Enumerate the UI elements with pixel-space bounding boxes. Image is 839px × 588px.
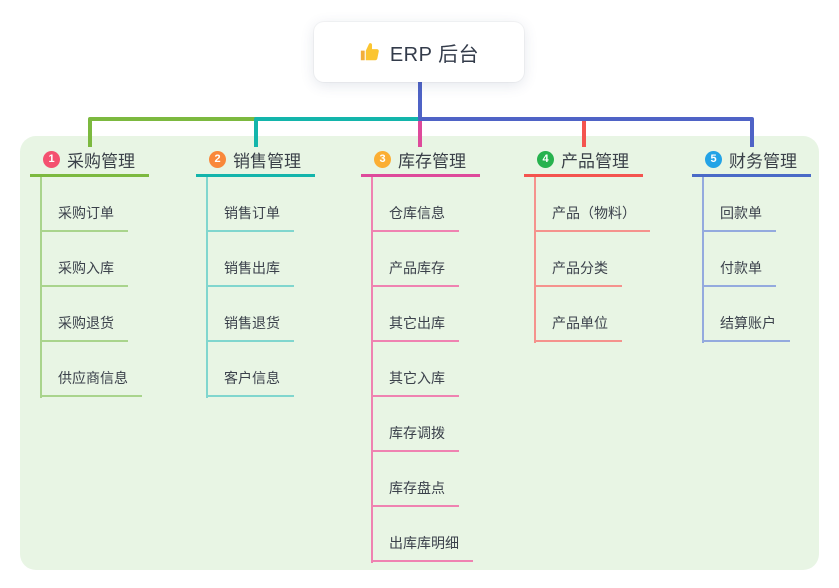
branch-5-vertical-line bbox=[702, 177, 704, 343]
branch-2-vertical-line bbox=[206, 177, 208, 398]
tree-node-label[interactable]: 仓库信息 bbox=[371, 205, 459, 232]
tree-node-label[interactable]: 客户信息 bbox=[206, 370, 294, 397]
tree-node: 采购退货 bbox=[40, 287, 128, 342]
branch-5-number-badge: 5 bbox=[705, 151, 722, 168]
tree-node-label[interactable]: 回款单 bbox=[702, 205, 776, 232]
tree-node: 采购入库 bbox=[40, 232, 128, 287]
tree-node: 产品库存 bbox=[371, 232, 459, 287]
branch-inventory: 3 库存管理 仓库信息 产品库存 其它出库 其它入库 库存调拨 库存盘点 出库库… bbox=[361, 145, 480, 563]
root-node[interactable]: ERP 后台 bbox=[314, 22, 524, 82]
tree-node: 供应商信息 bbox=[40, 342, 142, 397]
tree-node-label[interactable]: 其它出库 bbox=[371, 315, 459, 342]
tree-node-label[interactable]: 销售出库 bbox=[206, 260, 294, 287]
tree-node-label[interactable]: 库存盘点 bbox=[371, 480, 459, 507]
branch-4-label: 产品管理 bbox=[561, 152, 629, 171]
tree-node-label[interactable]: 销售订单 bbox=[206, 205, 294, 232]
branches-panel bbox=[20, 136, 819, 570]
tree-node: 产品（物料） bbox=[534, 177, 650, 232]
tree-node-label[interactable]: 供应商信息 bbox=[40, 370, 142, 397]
branch-2-title[interactable]: 2 销售管理 bbox=[196, 145, 315, 177]
branch-3-label: 库存管理 bbox=[398, 152, 466, 171]
branch-1-vertical-line bbox=[40, 177, 42, 398]
root-title: ERP 后台 bbox=[389, 43, 480, 66]
tree-node-label[interactable]: 采购退货 bbox=[40, 315, 128, 342]
tree-node-label[interactable]: 其它入库 bbox=[371, 370, 459, 397]
tree-node-label[interactable]: 产品（物料） bbox=[534, 205, 650, 232]
tree-node: 产品单位 bbox=[534, 287, 622, 342]
branch-2-number-badge: 2 bbox=[209, 151, 226, 168]
branch-2-label: 销售管理 bbox=[233, 152, 301, 171]
branch-finance: 5 财务管理 回款单 付款单 结算账户 bbox=[692, 145, 811, 343]
thumbs-up-icon bbox=[359, 41, 381, 63]
tree-node-label[interactable]: 产品库存 bbox=[371, 260, 459, 287]
branch-1-label: 采购管理 bbox=[67, 152, 135, 171]
tree-node: 回款单 bbox=[702, 177, 776, 232]
tree-node-label[interactable]: 库存调拨 bbox=[371, 425, 459, 452]
tree-node: 销售订单 bbox=[206, 177, 294, 232]
tree-node-label[interactable]: 产品分类 bbox=[534, 260, 622, 287]
tree-node: 出库库明细 bbox=[371, 507, 473, 562]
branch-3-vertical-line bbox=[371, 177, 373, 563]
branch-3-number-badge: 3 bbox=[374, 151, 391, 168]
branch-5-title[interactable]: 5 财务管理 bbox=[692, 145, 811, 177]
tree-node: 库存盘点 bbox=[371, 452, 459, 507]
branch-4-title[interactable]: 4 产品管理 bbox=[524, 145, 643, 177]
tree-node: 客户信息 bbox=[206, 342, 294, 397]
branch-product: 4 产品管理 产品（物料） 产品分类 产品单位 bbox=[524, 145, 650, 343]
tree-node: 仓库信息 bbox=[371, 177, 459, 232]
tree-node-label[interactable]: 产品单位 bbox=[534, 315, 622, 342]
tree-node: 销售退货 bbox=[206, 287, 294, 342]
branch-4-vertical-line bbox=[534, 177, 536, 343]
tree-node: 产品分类 bbox=[534, 232, 622, 287]
branch-1-number-badge: 1 bbox=[43, 151, 60, 168]
tree-node: 付款单 bbox=[702, 232, 776, 287]
tree-node-label[interactable]: 采购入库 bbox=[40, 260, 128, 287]
branch-4-number-badge: 4 bbox=[537, 151, 554, 168]
tree-node: 结算账户 bbox=[702, 287, 790, 342]
tree-node: 采购订单 bbox=[40, 177, 128, 232]
branch-1-title[interactable]: 1 采购管理 bbox=[30, 145, 149, 177]
tree-node-label[interactable]: 出库库明细 bbox=[371, 535, 473, 562]
tree-node: 销售出库 bbox=[206, 232, 294, 287]
tree-node-label[interactable]: 销售退货 bbox=[206, 315, 294, 342]
tree-node: 其它入库 bbox=[371, 342, 459, 397]
tree-node-label[interactable]: 采购订单 bbox=[40, 205, 128, 232]
tree-node: 其它出库 bbox=[371, 287, 459, 342]
branch-5-label: 财务管理 bbox=[729, 152, 797, 171]
tree-node-label[interactable]: 付款单 bbox=[702, 260, 776, 287]
tree-node: 库存调拨 bbox=[371, 397, 459, 452]
tree-node-label[interactable]: 结算账户 bbox=[702, 315, 790, 342]
branch-3-title[interactable]: 3 库存管理 bbox=[361, 145, 480, 177]
branch-sales: 2 销售管理 销售订单 销售出库 销售退货 客户信息 bbox=[196, 145, 315, 398]
branch-purchase: 1 采购管理 采购订单 采购入库 采购退货 供应商信息 bbox=[30, 145, 149, 398]
